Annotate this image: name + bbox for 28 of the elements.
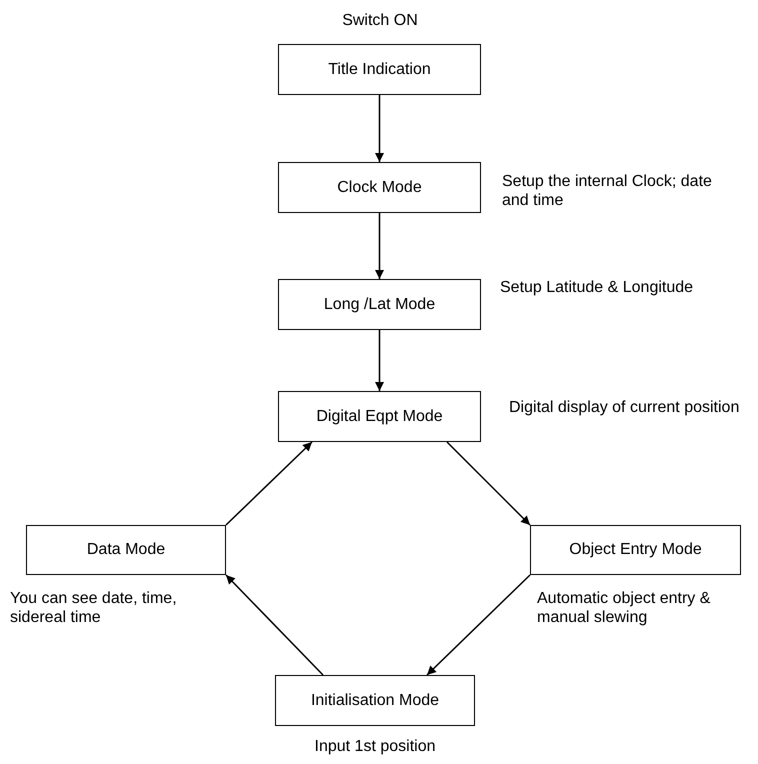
mode-box — [26, 525, 226, 575]
arrow — [375, 330, 384, 391]
box-label: Initialisation Mode — [310, 690, 440, 710]
annotation-text: Input 1st position — [314, 737, 436, 756]
arrow — [375, 95, 384, 162]
mode-box — [278, 279, 481, 330]
annotation-text: Automatic object entry & manual slewing — [537, 589, 712, 627]
arrow — [225, 574, 324, 676]
box-label: Data Mode — [86, 540, 166, 560]
annotation-text: Switch ON — [341, 11, 419, 30]
annotation-text: Setup the internal Clock; date and time — [502, 172, 713, 210]
box-label: Long /Lat Mode — [324, 294, 436, 314]
mode-box — [530, 525, 741, 575]
box-label: Object Entry Mode — [569, 540, 702, 560]
arrow — [426, 574, 531, 676]
annotation-text: You can see date, time, sidereal time — [10, 589, 178, 627]
arrow — [375, 213, 384, 279]
mode-box — [278, 162, 481, 213]
mode-box — [278, 391, 481, 442]
annotation-text: Digital display of current position — [509, 398, 740, 417]
annotation-text: Setup Latitude & Longitude — [500, 278, 694, 297]
box-label: Clock Mode — [337, 178, 422, 198]
mode-box — [275, 675, 475, 726]
box-label: Digital Eqpt Mode — [316, 406, 443, 426]
mode-box — [278, 44, 481, 95]
arrow — [446, 441, 531, 526]
box-label: Title Indication — [328, 60, 431, 80]
arrow — [225, 441, 313, 526]
